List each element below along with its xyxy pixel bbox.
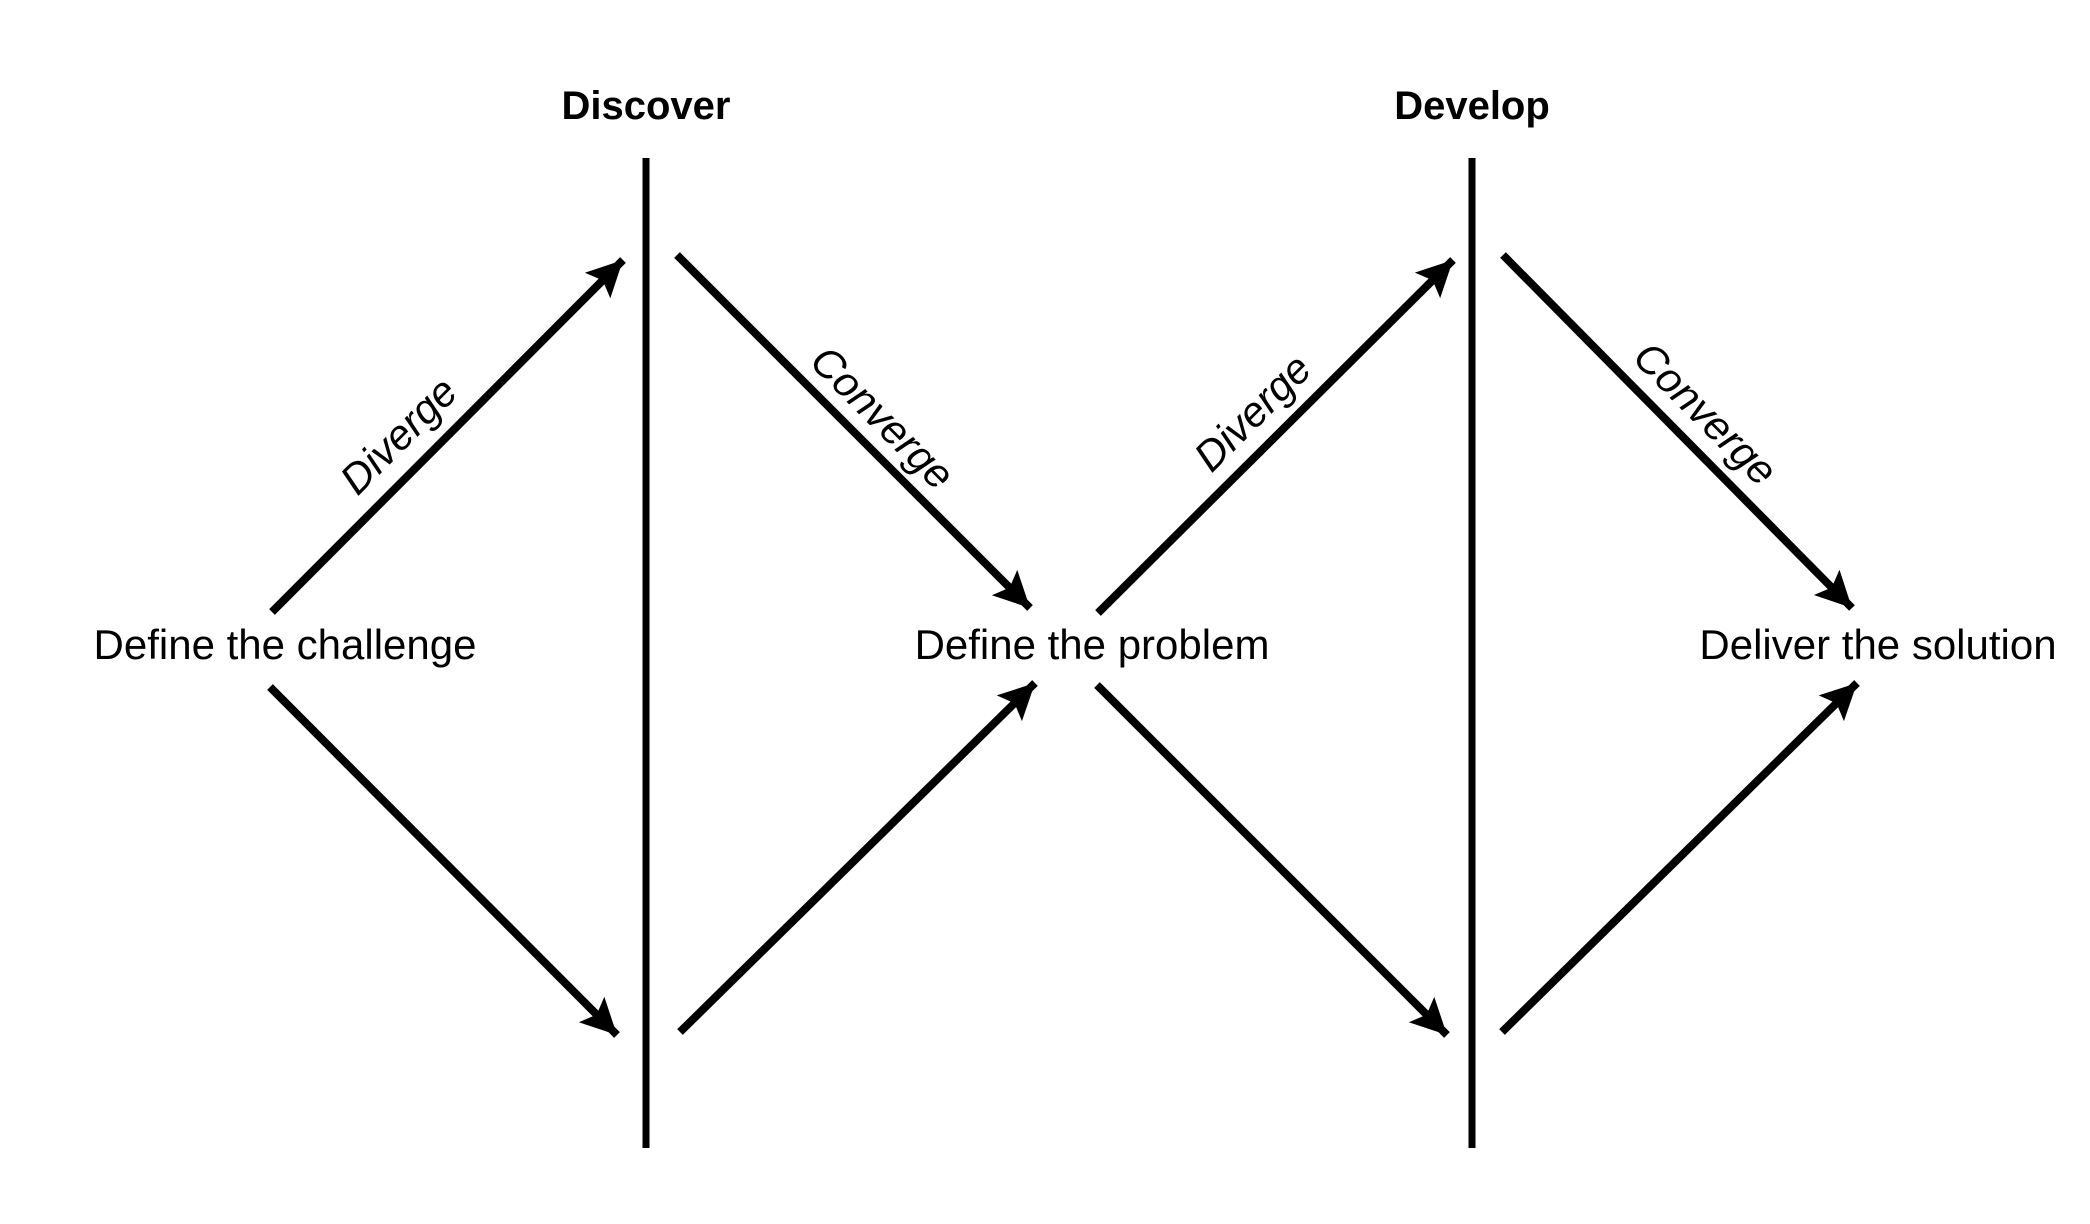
diamond1-diverge-lower-arrow xyxy=(267,684,620,1038)
stage-label-define-problem: Define the problem xyxy=(915,621,1270,668)
diamond2-diverge-upper-arrow xyxy=(1095,257,1456,616)
diamond2-converge-upper-arrow xyxy=(1500,252,1855,611)
diamond1-converge-upper-arrow xyxy=(674,252,1033,611)
edge-label-converge-2: Converge xyxy=(1625,332,1787,494)
diamond2-diverge-lower-arrow xyxy=(1094,682,1450,1038)
stage-label-define-challenge: Define the challenge xyxy=(94,621,477,668)
phase-title-discover: Discover xyxy=(562,84,731,128)
stage-label-deliver-solution: Deliver the solution xyxy=(1699,621,2056,668)
edge-label-converge-1: Converge xyxy=(802,336,964,498)
diamond2-converge-lower-arrow xyxy=(1499,680,1860,1035)
phase-title-develop: Develop xyxy=(1394,84,1550,128)
diamond1-diverge-upper-arrow xyxy=(269,257,626,615)
diamond1-converge-lower-arrow xyxy=(677,680,1038,1035)
